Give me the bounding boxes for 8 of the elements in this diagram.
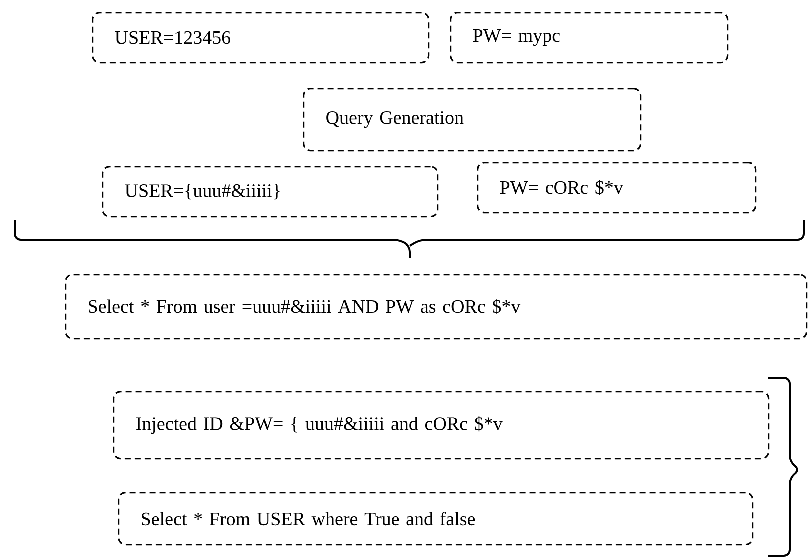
query-box: Select * From USER where True and false [118, 492, 754, 546]
query-box: USER={uuu#&iiiii} [102, 166, 439, 218]
query-box: PW= mypc [450, 12, 729, 64]
query-box: Injected ID &PW= { uuu#&iiiii and cORc $*v [113, 391, 770, 460]
query-box: USER=123456 [92, 12, 430, 64]
query-box: Query Generation [303, 88, 642, 152]
query-box: PW= cORc $*v [477, 162, 757, 214]
query-box: Select * From user =uuu#&iiiii AND PW as cORc $*v [65, 274, 808, 340]
